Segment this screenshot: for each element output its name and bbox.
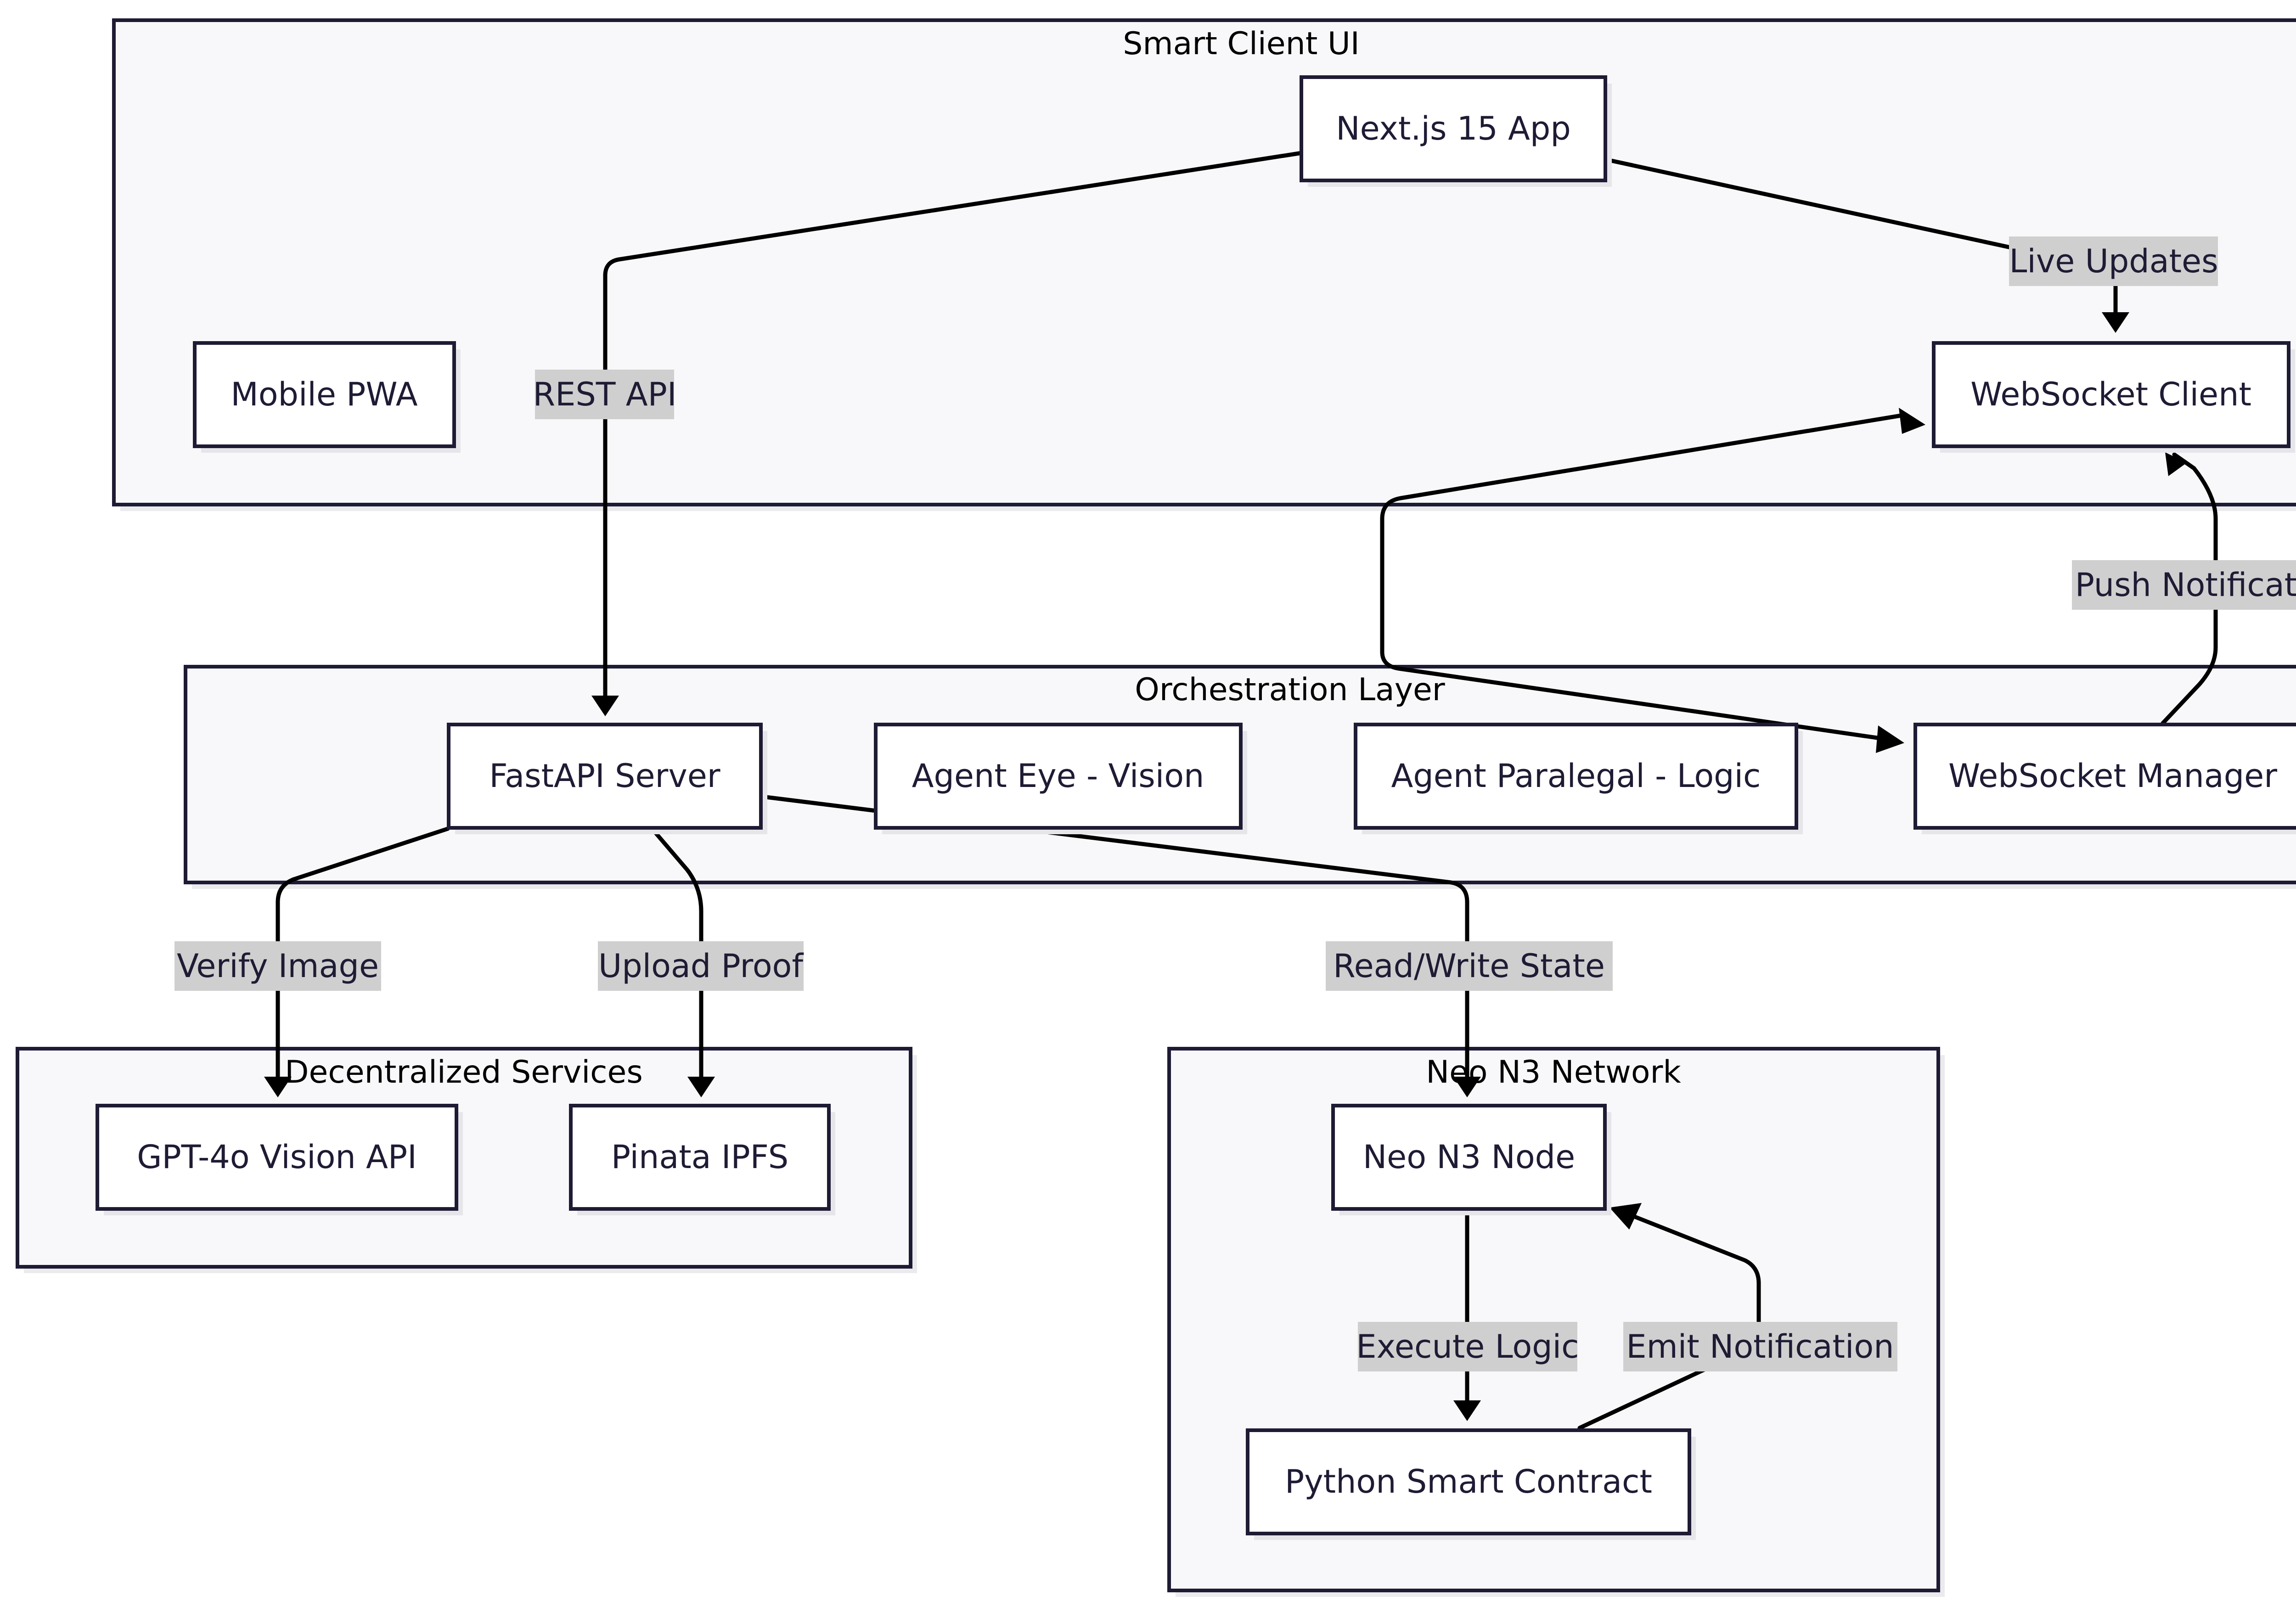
edge-label-text-read-write-state: Read/Write State (1333, 947, 1605, 985)
edge-label-verify-image: Verify Image (174, 941, 381, 991)
edge-label-text-emit-notification: Emit Notification (1626, 1328, 1894, 1365)
node-label-python-smart-contract: Python Smart Contract (1285, 1463, 1652, 1500)
edge-push-notifications (2161, 452, 2218, 725)
node-pinata-ipfs[interactable]: Pinata IPFS (569, 1104, 835, 1215)
group-title-orchestration-layer: Orchestration Layer (1135, 672, 1445, 708)
edge-label-text-live-updates: Live Updates (2009, 242, 2218, 280)
group-smart-client-ui: Smart Client UI (112, 18, 2296, 511)
node-python-smart-contract[interactable]: Python Smart Contract (1246, 1428, 1696, 1540)
node-websocket-manager[interactable]: WebSocket Manager (1913, 723, 2296, 834)
edge-label-upload-proof: Upload Proof (598, 941, 804, 991)
arrowhead-read-write-state (1453, 1077, 1481, 1097)
edge-label-text-execute-logic: Execute Logic (1356, 1328, 1579, 1365)
edge-upload-proof (650, 826, 703, 1079)
arrowhead-emit-notification (1609, 1203, 1642, 1230)
edge-label-live-updates: Live Updates (2009, 236, 2218, 286)
arrowhead-push-notifications (2165, 452, 2187, 476)
node-nextjs-app[interactable]: Next.js 15 App (1300, 75, 1612, 187)
node-neo-n3-node[interactable]: Neo N3 Node (1331, 1104, 1611, 1215)
edge-verify-image (276, 826, 450, 1079)
node-label-agent-paralegal-logic: Agent Paralegal - Logic (1391, 757, 1761, 795)
node-label-fastapi-server: FastAPI Server (489, 757, 720, 795)
node-label-mobile-pwa: Mobile PWA (231, 376, 417, 413)
arrowhead-verify-image (264, 1077, 292, 1097)
node-fastapi-server[interactable]: FastAPI Server (447, 723, 767, 834)
arrowhead-to-ws-manager (1876, 725, 1904, 753)
edge-label-rest-api: REST API (533, 370, 677, 419)
group-title-smart-client-ui: Smart Client UI (1123, 26, 1360, 62)
arrowhead-rest-api (591, 696, 619, 716)
node-websocket-client[interactable]: WebSocket Client (1932, 341, 2295, 453)
node-label-websocket-manager: WebSocket Manager (1948, 757, 2277, 795)
node-label-agent-eye-vision: Agent Eye - Vision (912, 757, 1204, 795)
node-agent-eye-vision[interactable]: Agent Eye - Vision (874, 723, 1247, 834)
node-gpt4o-vision-api[interactable]: GPT-4o Vision API (96, 1104, 463, 1215)
edge-label-text-upload-proof: Upload Proof (598, 947, 804, 985)
edge-label-text-rest-api: REST API (533, 376, 676, 413)
edge-read-write-state (760, 794, 1469, 1079)
arrowhead-live-updates (2102, 312, 2129, 333)
edge-label-read-write-state: Read/Write State (1326, 941, 1613, 991)
edge-label-push-notifications: Push Notifications (2072, 560, 2296, 610)
node-agent-paralegal-logic[interactable]: Agent Paralegal - Logic (1354, 723, 1803, 834)
edge-ws-client-manager (1380, 413, 1903, 741)
edge-rest-api (603, 151, 1304, 698)
arrowhead-to-ws-client (1899, 408, 1925, 434)
node-label-gpt4o-vision-api: GPT-4o Vision API (137, 1138, 417, 1176)
arrowhead-upload-proof (687, 1077, 715, 1097)
arrowhead-execute-logic (1453, 1400, 1481, 1421)
group-decentralized-services: Decentralized Services (16, 1047, 917, 1273)
node-mobile-pwa[interactable]: Mobile PWA (193, 341, 461, 453)
edge-label-emit-notification: Emit Notification (1623, 1322, 1897, 1371)
node-label-pinata-ipfs: Pinata IPFS (611, 1138, 788, 1176)
node-label-websocket-client: WebSocket Client (1970, 376, 2251, 413)
group-title-decentralized-services: Decentralized Services (285, 1054, 643, 1090)
edges (264, 151, 2218, 1430)
edge-label-text-push-notifications: Push Notifications (2075, 566, 2296, 604)
node-label-nextjs-app: Next.js 15 App (1336, 110, 1571, 147)
edge-label-text-verify-image: Verify Image (177, 947, 379, 985)
node-label-neo-n3-node: Neo N3 Node (1363, 1138, 1575, 1176)
edge-label-execute-logic: Execute Logic (1356, 1322, 1579, 1371)
